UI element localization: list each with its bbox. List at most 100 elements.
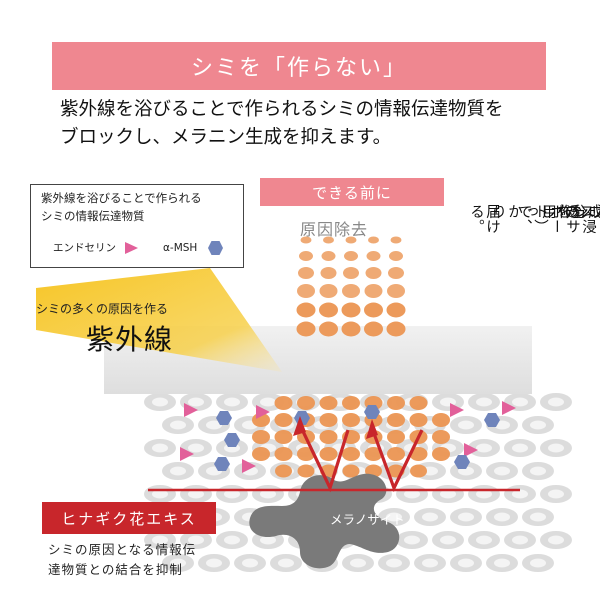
- ingredient-dot: [274, 430, 293, 444]
- endothelin-marker: [502, 401, 516, 415]
- cell-nucleus: [512, 397, 528, 407]
- ingredient-dot: [387, 430, 405, 444]
- msh-marker: [484, 413, 500, 427]
- side-text-column: アクアポリン作用: [540, 204, 600, 219]
- ingredient-dot: [342, 284, 360, 298]
- ingredient-dot: [368, 236, 379, 244]
- ingredient-dot: [341, 302, 361, 318]
- ingredient-dot: [409, 447, 428, 461]
- cell-nucleus: [170, 558, 186, 568]
- msh-marker: [214, 457, 230, 471]
- ingredient-dot: [321, 251, 336, 261]
- hinagiku-banner: ヒナギク花エキス: [42, 502, 216, 534]
- cell-nucleus: [188, 443, 204, 453]
- cell-nucleus: [188, 535, 204, 545]
- intro-text: 紫外線を浴びることで作られるシミの情報伝達物質を ブロックし、メラニン生成を抑え…: [60, 96, 560, 152]
- cell-nucleus: [224, 535, 240, 545]
- msh-marker: [224, 433, 240, 447]
- uv-title: 紫外線: [86, 323, 174, 356]
- cell-nucleus: [440, 535, 456, 545]
- ingredient-dot: [432, 430, 450, 444]
- ingredient-dot: [319, 321, 338, 337]
- msh-marker: [364, 405, 380, 419]
- binding-text: シミの原因となる情報伝 達物質との結合を抑制: [48, 540, 248, 580]
- page-title: シミを「作らない」: [190, 56, 407, 81]
- cell-nucleus: [440, 489, 456, 499]
- endothelin-marker: [256, 405, 270, 419]
- cell-nucleus: [386, 558, 402, 568]
- cell-nucleus: [404, 535, 420, 545]
- removal-label: 原因除去: [300, 220, 369, 239]
- ingredient-dot: [366, 251, 381, 261]
- uv-rays: [36, 268, 282, 372]
- cell-nucleus: [206, 558, 222, 568]
- endothelin-marker: [242, 459, 256, 473]
- ingredient-dot: [344, 251, 358, 261]
- cell-nucleus: [458, 512, 474, 522]
- side-text-column: 届ける。: [468, 204, 500, 234]
- cell-nucleus: [422, 512, 438, 522]
- side-text-column: 有効成分をしっかり: [490, 204, 600, 219]
- side-text-column: （浸透サポート）で、: [516, 204, 596, 234]
- intro-line: ブロックし、メラニン生成を抑えます。: [60, 127, 392, 148]
- cell-nucleus: [548, 443, 564, 453]
- cell-nucleus: [476, 443, 492, 453]
- ingredient-dot: [319, 302, 338, 318]
- msh-marker: [454, 455, 470, 469]
- ingredient-dot: [252, 430, 270, 444]
- cell-nucleus: [224, 489, 240, 499]
- cell-nucleus: [530, 466, 546, 476]
- ingredient-dot: [364, 284, 383, 298]
- ingredient-dot: [365, 267, 382, 279]
- ingredient-dot: [297, 284, 315, 298]
- ingredient-dot: [387, 447, 405, 461]
- ingredient-dot: [386, 321, 406, 337]
- cell-nucleus: [512, 443, 528, 453]
- cell-nucleus: [188, 489, 204, 499]
- cell-nucleus: [476, 535, 492, 545]
- ingredient-dot: [364, 447, 383, 461]
- legend-msh-label: α-MSH: [163, 242, 198, 254]
- endothelin-marker: [184, 403, 198, 417]
- ingredient-dot: [341, 321, 361, 337]
- cell-nucleus: [494, 466, 510, 476]
- ingredient-dot: [432, 413, 450, 427]
- ingredient-dot: [388, 267, 404, 279]
- ingredient-dot: [296, 321, 316, 337]
- ingredient-dot: [345, 236, 357, 244]
- melanocyte-label: メラノサイト: [330, 512, 405, 527]
- ingredient-dot: [390, 236, 402, 244]
- cell-nucleus: [458, 558, 474, 568]
- cell-nucleus: [260, 535, 276, 545]
- endothelin-marker: [464, 443, 478, 457]
- ingredient-dot: [319, 284, 338, 298]
- cell-nucleus: [548, 397, 564, 407]
- ingredient-dot: [389, 251, 403, 261]
- side-text-column: カンゾウ葉エキスの: [562, 204, 600, 219]
- legend-heading: 紫外線を浴びることで作られる シミの情報伝達物質: [41, 189, 241, 225]
- cell-nucleus: [422, 558, 438, 568]
- msh-marker: [216, 411, 232, 425]
- ingredient-dot: [299, 251, 313, 261]
- ingredient-dot: [432, 447, 450, 461]
- uv-cause-label: シミの多くの原因を作る: [36, 302, 169, 316]
- ingredient-dot: [342, 413, 360, 427]
- ingredient-dot: [274, 396, 293, 410]
- binding-line: シミの原因となる情報伝: [48, 542, 197, 557]
- ingredient-dot: [409, 413, 428, 427]
- cell-nucleus: [170, 420, 186, 430]
- cell-nucleus: [152, 443, 168, 453]
- melanocyte-shape: [249, 473, 400, 569]
- cell-nucleus: [152, 397, 168, 407]
- cell-nucleus: [152, 535, 168, 545]
- intro-line: 紫外線を浴びることで作られるシミの情報伝達物質を: [60, 99, 504, 120]
- ingredient-dot: [342, 447, 360, 461]
- blocking-arrow-left: [293, 416, 350, 493]
- triangle-icon: [125, 242, 138, 254]
- cell-nucleus: [350, 558, 366, 568]
- cell-nucleus: [152, 489, 168, 499]
- cell-nucleus: [242, 558, 258, 568]
- ingredient-dot: [409, 396, 428, 410]
- ingredient-dot: [252, 447, 270, 461]
